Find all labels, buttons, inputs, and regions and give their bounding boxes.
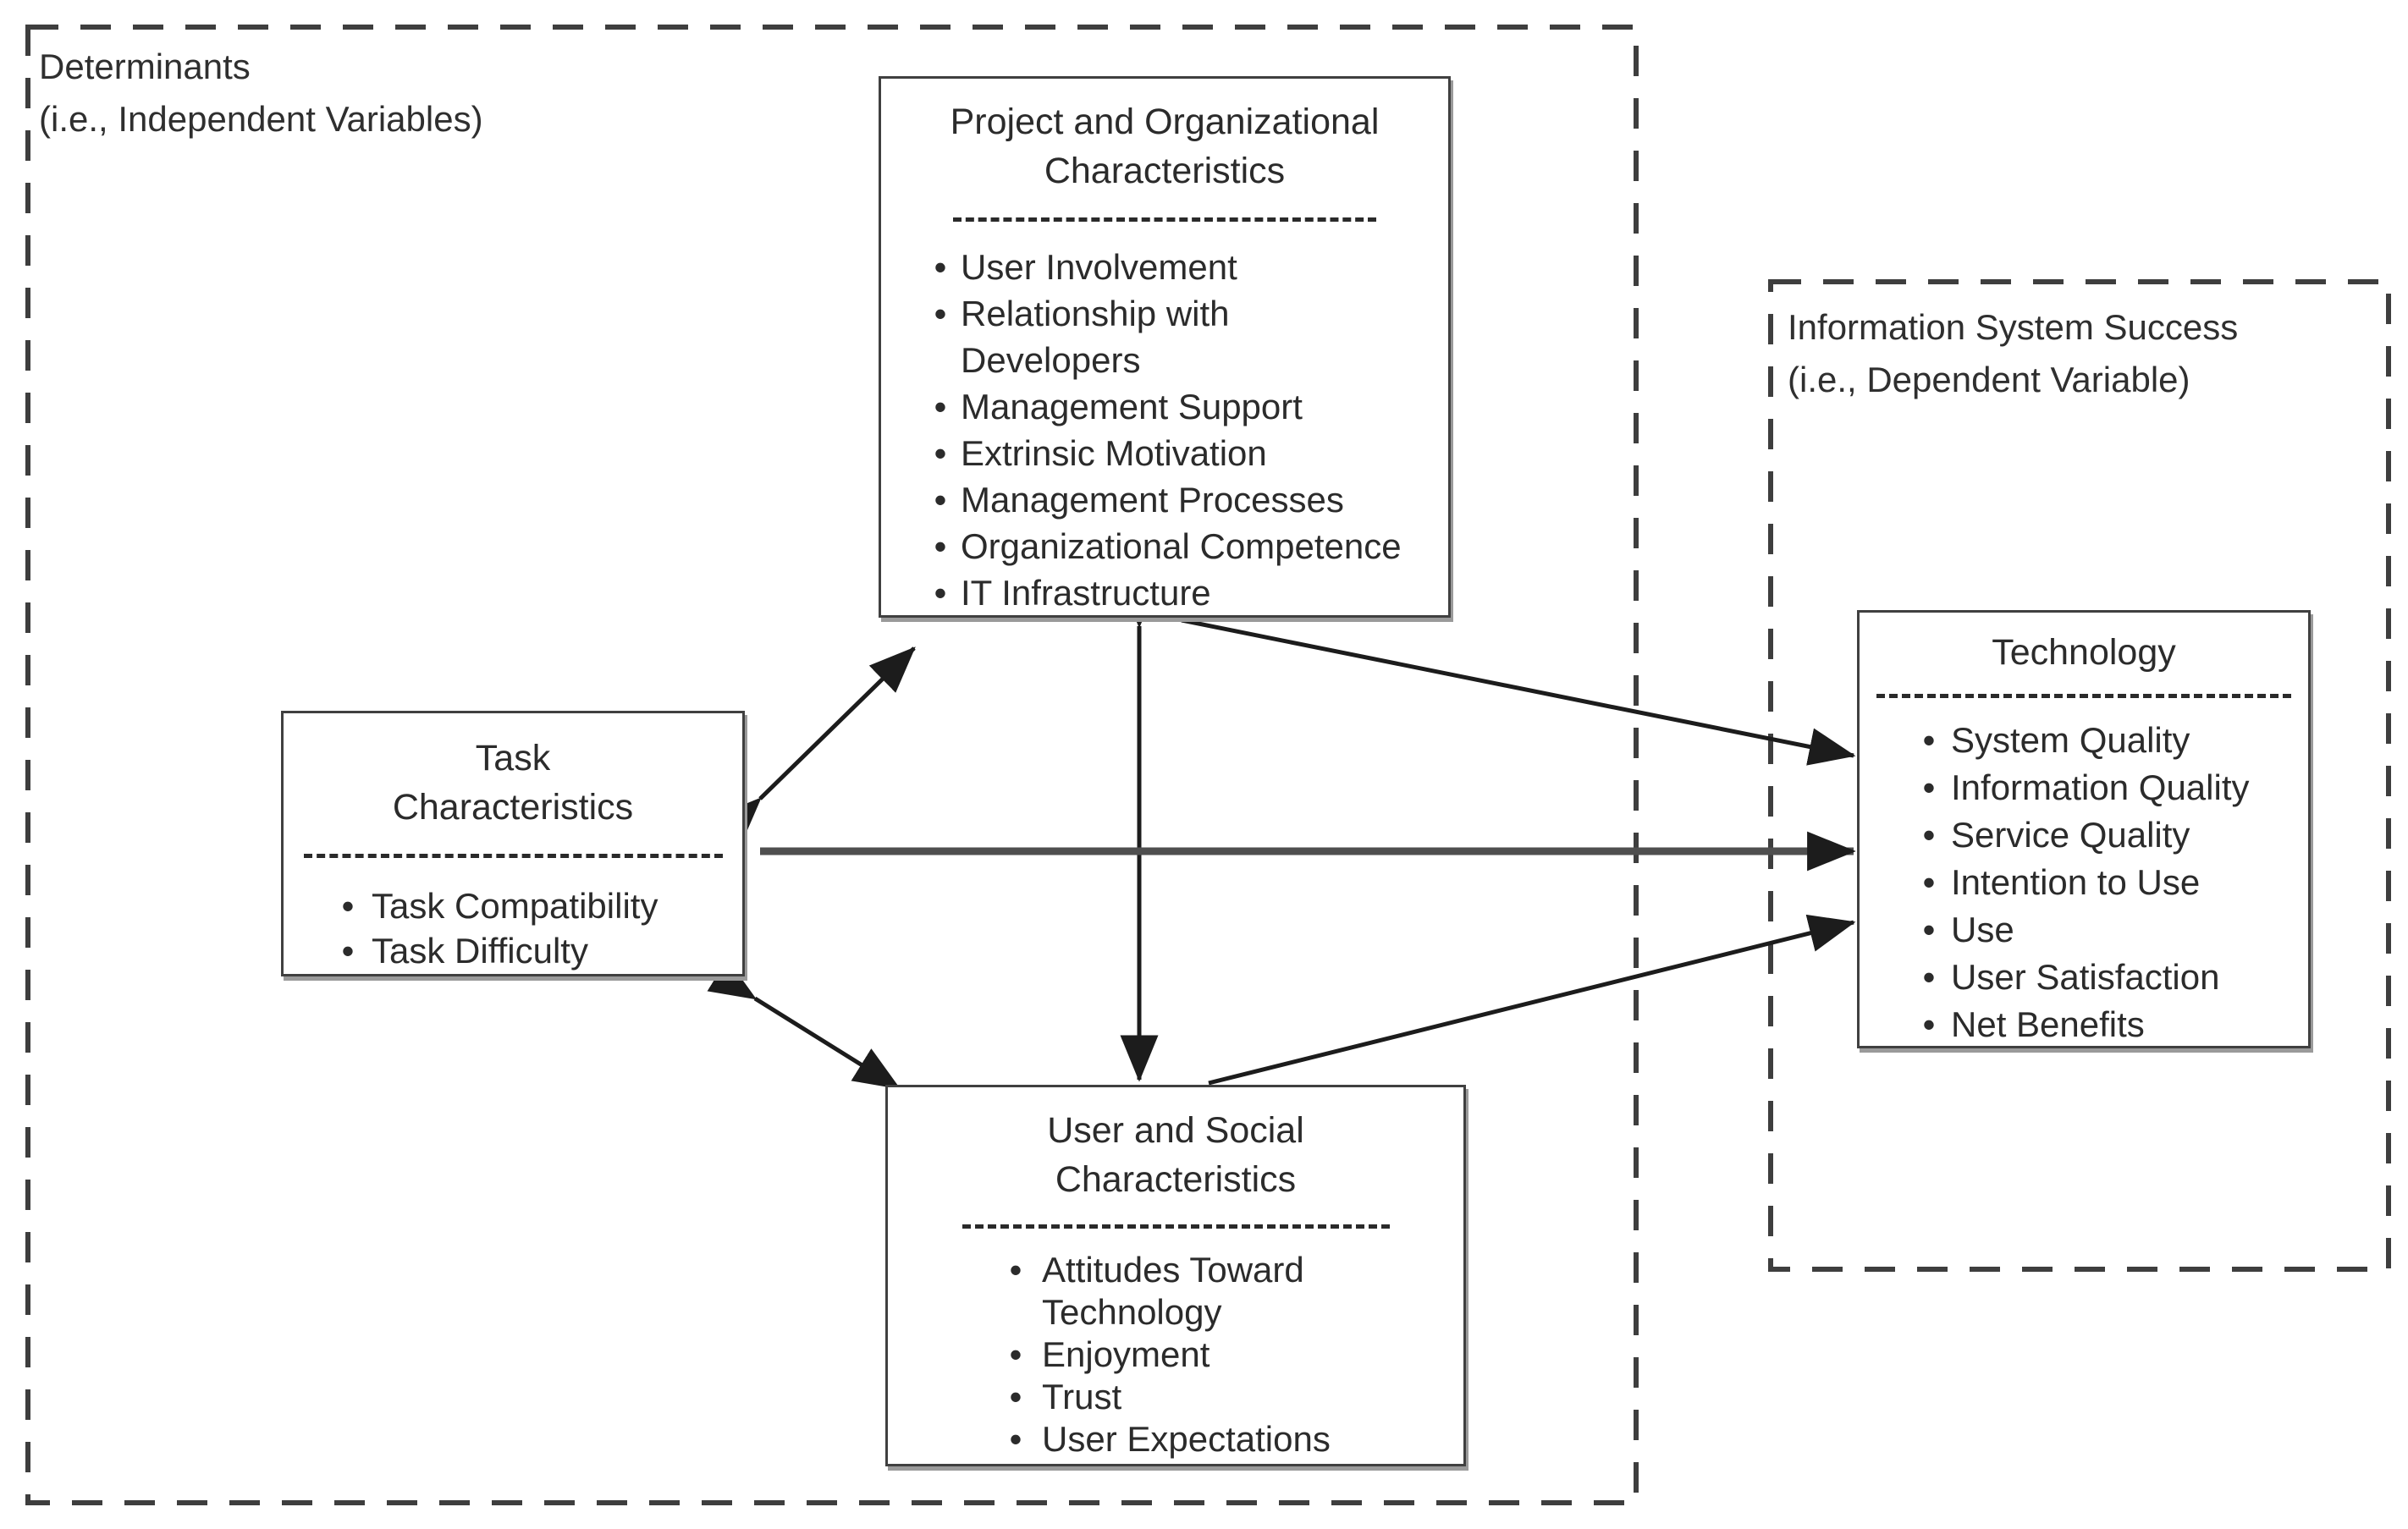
list-item-label: Use bbox=[1951, 910, 2014, 949]
box-title: Task Characteristics bbox=[284, 734, 742, 832]
list-item-label: Intention to Use bbox=[1951, 862, 2201, 902]
list-item-label: Task Difficulty bbox=[372, 931, 588, 971]
arrow-task-project-bidirectional bbox=[714, 646, 916, 844]
list-item: • Management Support bbox=[881, 383, 1448, 430]
technology-box: Technology • System Quality • Informatio… bbox=[1857, 610, 2311, 1048]
list-item: • Management Processes bbox=[881, 476, 1448, 523]
determinants-label-line1: Determinants bbox=[39, 47, 251, 86]
list-item-label: Information Quality bbox=[1951, 767, 2250, 807]
box-title: Project and Organizational Characteristi… bbox=[881, 97, 1448, 195]
list-item: • Net Benefits bbox=[1860, 1001, 2308, 1048]
list-item: • Task Difficulty bbox=[284, 928, 742, 973]
list-item-label: User Satisfaction bbox=[1951, 957, 2220, 997]
project-organizational-characteristics-box: Project and Organizational Characteristi… bbox=[879, 76, 1451, 618]
dashed-divider bbox=[953, 217, 1376, 222]
dashed-divider bbox=[962, 1224, 1390, 1229]
box-title-line1: Task bbox=[475, 738, 551, 778]
list-item-label: Extrinsic Motivation bbox=[961, 433, 1267, 473]
information-system-success-region bbox=[1768, 279, 2391, 1272]
list-item: • Use bbox=[1860, 906, 2308, 954]
list-item: • Trust bbox=[888, 1376, 1463, 1418]
list-item: • Intention to Use bbox=[1860, 859, 2308, 906]
bullet-icon: • bbox=[934, 387, 947, 426]
determinants-region bbox=[25, 25, 1639, 1505]
list-item-label: Service Quality bbox=[1951, 815, 2190, 855]
box-title-line2: Characteristics bbox=[1055, 1159, 1297, 1200]
information-system-success-label: Information System Success (i.e., Depend… bbox=[1788, 301, 2238, 406]
bullet-icon: • bbox=[1922, 910, 1936, 949]
list-item: • System Quality bbox=[1860, 717, 2308, 764]
list-item: • Extrinsic Motivation bbox=[881, 430, 1448, 476]
bullet-icon: • bbox=[1922, 767, 1936, 807]
determinants-label-line2: (i.e., Independent Variables) bbox=[39, 99, 483, 139]
bullet-icon: • bbox=[1009, 1250, 1022, 1290]
list-item: • Relationship with Developers bbox=[881, 290, 1448, 383]
list-item-label: Trust bbox=[1042, 1377, 1122, 1416]
bullet-icon: • bbox=[1922, 720, 1936, 760]
list-item: • User Expectations bbox=[888, 1418, 1463, 1460]
bullet-icon: • bbox=[934, 433, 947, 473]
dashed-divider bbox=[1876, 694, 2291, 698]
bullet-icon: • bbox=[1009, 1419, 1022, 1459]
bullet-icon: • bbox=[1009, 1334, 1022, 1374]
determinants-label: Determinants (i.e., Independent Variable… bbox=[39, 41, 483, 146]
list-item-label: Organizational Competence bbox=[961, 526, 1402, 566]
list-item-label: Enjoyment bbox=[1042, 1334, 1210, 1374]
bullet-icon: • bbox=[1922, 815, 1936, 855]
bullet-icon: • bbox=[1922, 1004, 1936, 1044]
list-item: • Attitudes Toward Technology bbox=[888, 1249, 1463, 1334]
list-item: • User Involvement bbox=[881, 244, 1448, 290]
box-title-line2: Characteristics bbox=[1044, 151, 1286, 191]
list-item-label: Management Processes bbox=[961, 480, 1344, 520]
list-item: • Enjoyment bbox=[888, 1334, 1463, 1376]
arrow-user-to-technology bbox=[1208, 914, 1856, 1086]
list-item-label: Management Support bbox=[961, 387, 1303, 426]
list-item-label: Attitudes Toward Technology bbox=[1042, 1250, 1304, 1332]
list-item-label: Task Compatibility bbox=[372, 886, 658, 926]
box-title: User and Social Characteristics bbox=[888, 1106, 1463, 1204]
list-item-label: IT Infrastructure bbox=[961, 573, 1211, 613]
dashed-divider bbox=[303, 854, 723, 858]
bullet-icon: • bbox=[1922, 862, 1936, 902]
bullet-icon: • bbox=[934, 294, 947, 333]
task-characteristics-box: Task Characteristics • Task Compatibilit… bbox=[281, 711, 745, 976]
iss-label-line2: (i.e., Dependent Variable) bbox=[1788, 360, 2190, 399]
user-social-characteristics-box: User and Social Characteristics • Attitu… bbox=[885, 1085, 1466, 1466]
bullet-icon: • bbox=[934, 480, 947, 520]
bullet-icon: • bbox=[934, 573, 947, 613]
list-item: • Task Compatibility bbox=[284, 883, 742, 928]
bullet-icon: • bbox=[934, 247, 947, 287]
bullet-icon: • bbox=[1009, 1377, 1022, 1416]
box-title-line1: User and Social bbox=[1047, 1110, 1304, 1151]
box-title-line2: Characteristics bbox=[392, 787, 634, 828]
bullet-icon: • bbox=[341, 931, 355, 971]
list-item-label: User Expectations bbox=[1042, 1419, 1331, 1459]
bullet-icon: • bbox=[1922, 957, 1936, 997]
box-title: Technology bbox=[1992, 632, 2176, 673]
arrow-project-to-technology bbox=[1181, 618, 1856, 766]
list-item: • IT Infrastructure bbox=[881, 569, 1448, 616]
iss-label-line1: Information System Success bbox=[1788, 307, 2239, 347]
list-item: • Service Quality bbox=[1860, 811, 2308, 859]
list-item-label: Relationship with Developers bbox=[961, 294, 1230, 380]
arrow-task-user-bidirectional bbox=[707, 959, 901, 1091]
bullet-icon: • bbox=[934, 526, 947, 566]
bullet-icon: • bbox=[341, 886, 355, 926]
list-item: • Organizational Competence bbox=[881, 523, 1448, 569]
list-item: • User Satisfaction bbox=[1860, 954, 2308, 1001]
list-item-label: Net Benefits bbox=[1951, 1004, 2145, 1044]
list-item-label: User Involvement bbox=[961, 247, 1237, 287]
list-item-label: System Quality bbox=[1951, 720, 2190, 760]
list-item: • Information Quality bbox=[1860, 764, 2308, 811]
box-title-line1: Project and Organizational bbox=[950, 102, 1380, 142]
